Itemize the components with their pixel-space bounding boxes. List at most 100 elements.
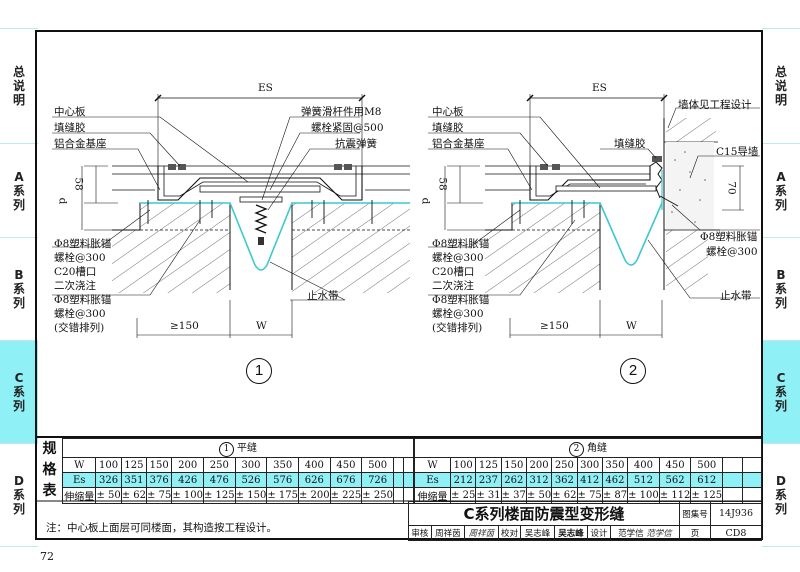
label-aluminium-base: 铝合金基座 (432, 138, 485, 150)
spec-cell: ± 200 (297, 487, 331, 504)
spec-cell: ± 125 (203, 487, 236, 504)
spec-cell: 326 (95, 472, 122, 488)
table-title-text: 平缝 (237, 443, 257, 454)
spec-cell: 100 (95, 457, 122, 473)
spec-cell: 512 (627, 472, 660, 488)
spec-cell: 262 (500, 472, 527, 488)
dim-min-150: ≥150 (170, 320, 199, 332)
spec-cell: 500 (690, 457, 724, 473)
label-bolt-spacing: 螺栓紧固@500 (311, 122, 384, 134)
es-dimension-label: ES (258, 82, 273, 94)
label-secondary-pour: 二次浇注 (432, 280, 474, 292)
dim-d: d (56, 197, 69, 205)
spec-cell: ± 100 (171, 487, 204, 504)
figure-1-number: 1 (246, 358, 272, 384)
label-staggered: (交错排列) (432, 322, 483, 334)
tab-char: 系 (774, 183, 787, 198)
figure-2-number: 2 (620, 358, 646, 384)
spec-table-side-label: 规 格 表 (37, 438, 63, 500)
empty-cell (392, 457, 404, 473)
empty-cell (392, 472, 404, 488)
spec-cell: 125 (120, 457, 148, 473)
spec-cell: 400 (297, 457, 331, 473)
label-anchor-spacing-2: 螺栓@300 (432, 308, 484, 320)
tab-char: 列 (12, 296, 25, 310)
empty-cell (722, 457, 743, 473)
label-anchor-right: Φ8塑料胀锚 (700, 231, 758, 243)
spec-cell: ± 75 (146, 487, 173, 504)
dim-58: 58 (436, 177, 449, 191)
label-anchor-2: Φ8塑料胀锚 (432, 294, 490, 306)
label-spring-bolt: 弹簧滑杆件用M8 (301, 106, 382, 118)
dim-58: 58 (72, 177, 85, 191)
drawing-title: C系列楼面防震型变形缝 (408, 501, 680, 526)
side-tab-general[interactable]: 总说明 (0, 28, 38, 143)
label-anchor-spacing-right: 螺栓@300 (706, 246, 758, 258)
tab-char: B (14, 268, 24, 282)
spec-cell: 526 (234, 472, 268, 488)
spec-cell: 350 (601, 457, 629, 473)
label-secondary-pour: 二次浇注 (54, 280, 96, 292)
spec-cell: ± 175 (266, 487, 299, 504)
label-center-plate: 中心板 (432, 106, 464, 118)
tab-char: 列 (774, 502, 787, 516)
spec-cell: 250 (551, 457, 578, 473)
label-seismic-spring: 抗震弹簧 (335, 138, 377, 150)
tab-char: 列 (12, 197, 25, 212)
tab-char: D (14, 474, 24, 488)
tab-char: 列 (774, 296, 787, 310)
label-staggered: (交错排列) (54, 322, 105, 334)
spec-cell: ± 150 (234, 487, 268, 504)
spec-cell: 426 (171, 472, 204, 488)
tab-char: C (776, 371, 786, 385)
spec-cell: 125 (475, 457, 502, 473)
row-label: Es (413, 472, 452, 488)
figure-2-drawing (428, 94, 760, 338)
review-name: 周祥茵 (430, 525, 466, 541)
label-joint-sealant: 填缝胶 (54, 122, 86, 134)
label-guide-wall: C15导墙 (716, 146, 759, 158)
design-signature: 范学信 (646, 529, 672, 539)
spec-cell: 676 (329, 472, 363, 488)
check-label: 校对 (497, 525, 522, 541)
dim-d: d (419, 197, 432, 205)
label-wall: 墙体见工程设计 (678, 99, 752, 111)
design-label: 设计 (587, 525, 611, 541)
row-label: W (61, 457, 97, 473)
label-aluminium-base: 铝合金基座 (54, 138, 107, 150)
es-dimension-label: ES (592, 82, 607, 94)
label-anchor-1: Φ8塑料胀锚 (432, 238, 490, 250)
tab-char: 列 (774, 399, 787, 413)
label-joint-sealant-right: 填缝胶 (614, 138, 646, 150)
tab-char: 系 (12, 282, 25, 296)
side-label-char: 格 (42, 461, 57, 478)
empty-cell (402, 472, 415, 488)
label-joint-sealant: 填缝胶 (432, 122, 464, 134)
spec-cell: 412 (576, 472, 603, 488)
tab-char: 说 (774, 79, 787, 93)
tab-char: C (14, 371, 24, 385)
spec-cell: 450 (329, 457, 363, 473)
page-code: CD8 (710, 525, 762, 541)
side-tab-general[interactable]: 总说明 (762, 28, 800, 143)
label-anchor-spacing-2: 螺栓@300 (54, 308, 106, 320)
tab-char: 列 (774, 197, 787, 212)
spec-cell: ± 50 (95, 487, 122, 504)
spec-cell: 612 (690, 472, 724, 488)
label-waterstop: 止水带 (307, 290, 339, 302)
spec-cell: 376 (146, 472, 173, 488)
spec-cell: 626 (297, 472, 331, 488)
